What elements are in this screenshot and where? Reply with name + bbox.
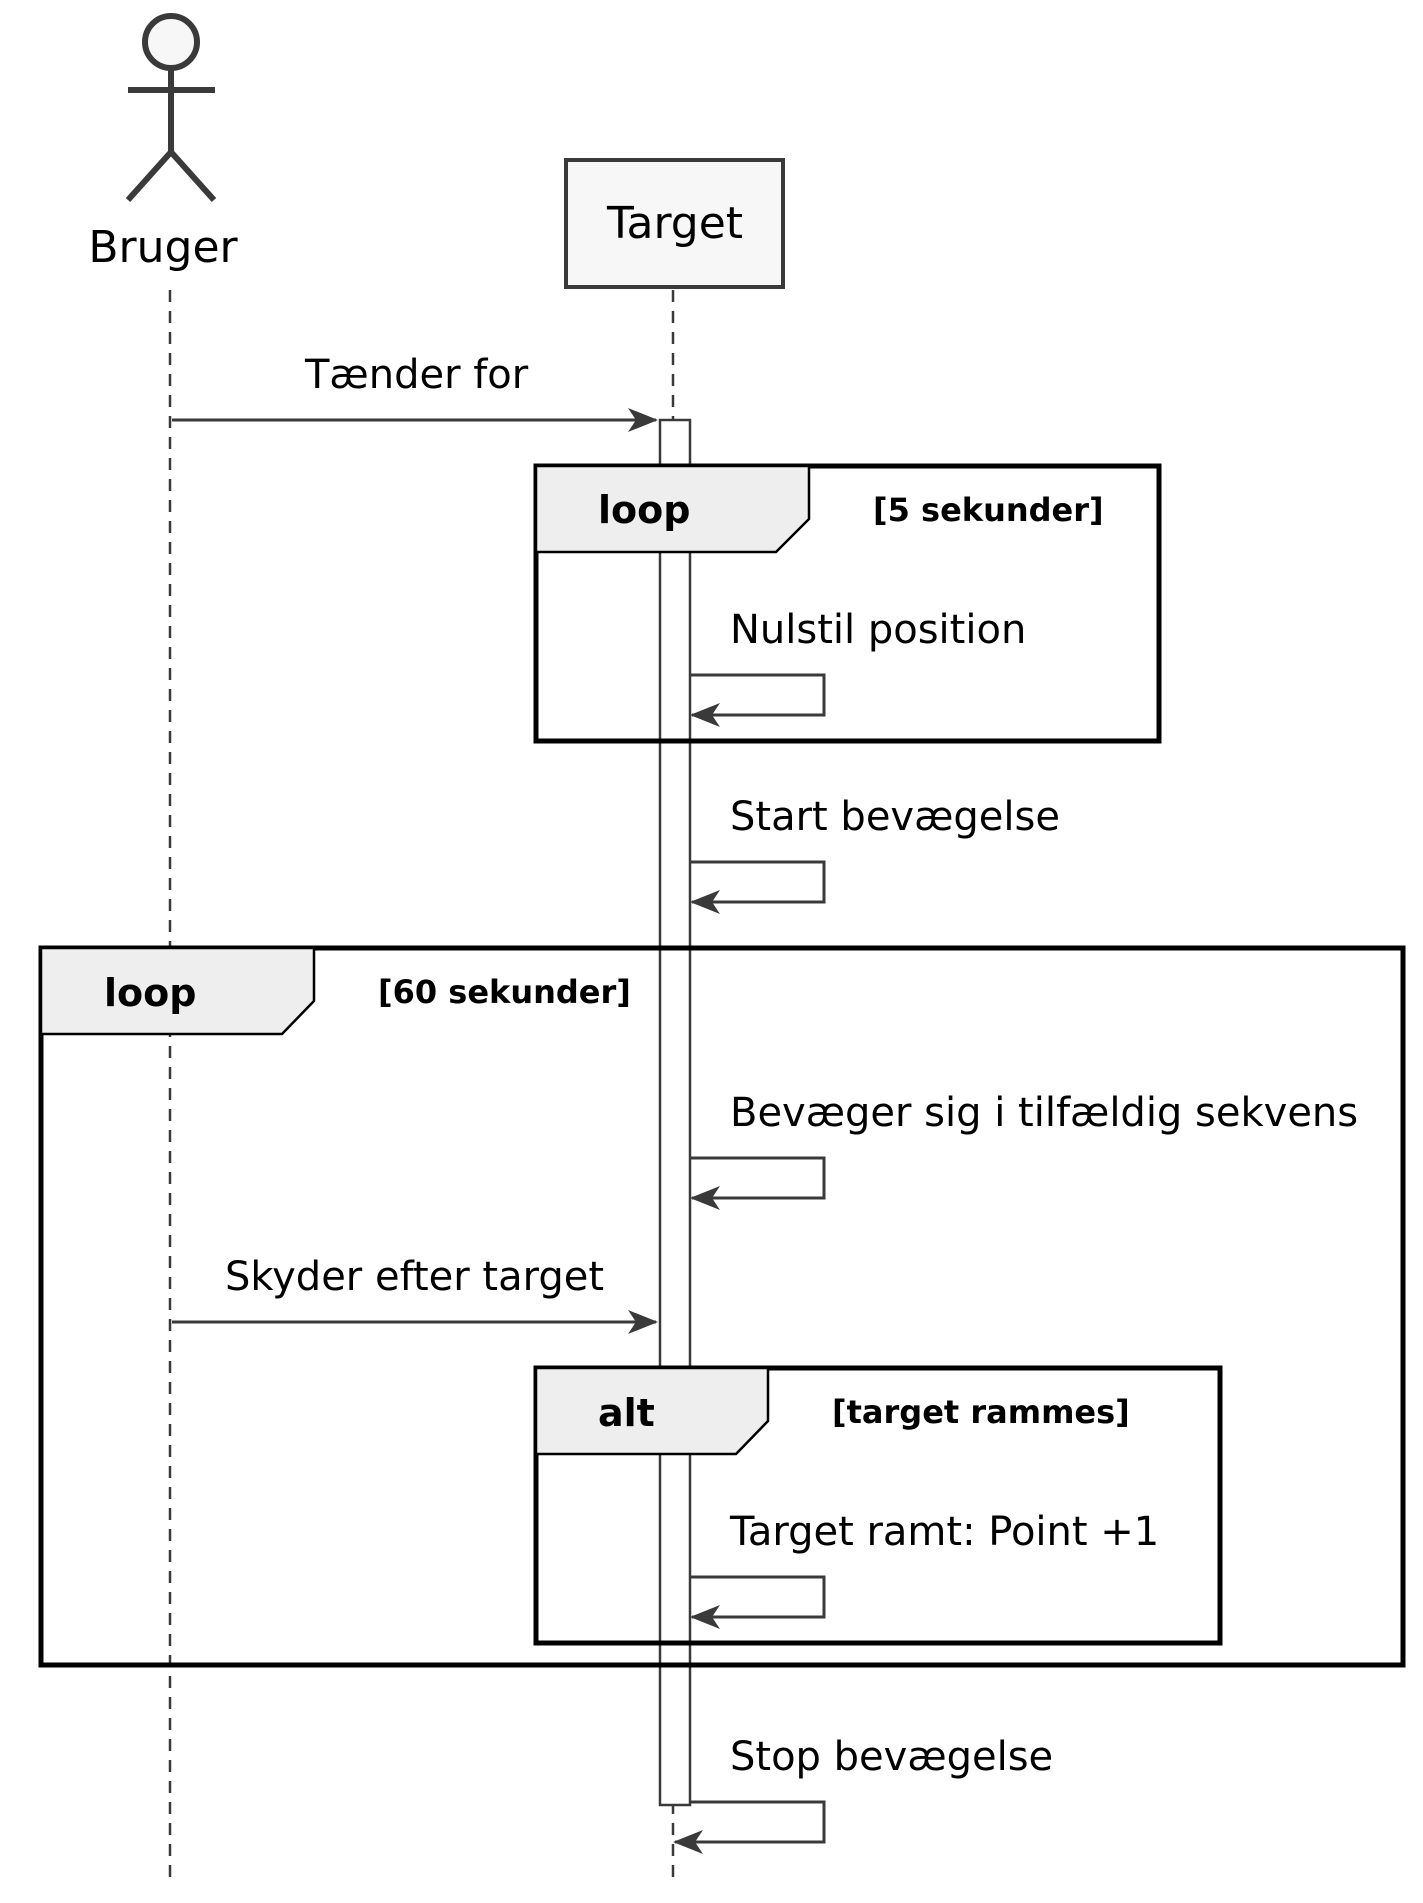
message-label-stop-bevaegelse: Stop bevægelse [730,1734,1053,1780]
bruger-actor: Bruger [88,13,239,273]
target-activation-bar [658,418,692,1807]
message-label-target-ramt: Target ramt: Point +1 [729,1509,1159,1555]
target-label: Target [606,198,743,249]
loop-frame-60-condition: [60 sekunder] [378,973,631,1011]
message-arrow-start-bevaegelse [690,860,826,914]
alt-frame-kind: alt [598,1391,655,1435]
message-label-bevaeger-sig: Bevæger sig i tilfældig sekvens [730,1090,1358,1136]
message-arrow-stop-bevaegelse [673,1800,826,1854]
alt-frame-target-rammes: alt [target rammes] [533,1365,1223,1646]
loop-frame-60-box [38,945,1406,1668]
loop-frame-5-sekunder: loop [5 sekunder] [533,463,1162,744]
message-label-start-bevaegelse: Start bevægelse [730,794,1060,840]
loop-frame-60-sekunder: loop [60 sekunder] [38,945,1406,1668]
stick-figure-icon [125,13,217,203]
message-label-taender-for: Tænder for [304,352,529,398]
message-label-skyder-efter-target: Skyder efter target [225,1254,604,1300]
loop-frame-5-tab [534,464,811,554]
message-label-nulstil-position: Nulstil position [730,607,1026,653]
loop-frame-5-box [533,463,1162,744]
target-participant: Target [564,158,785,289]
loop-frame-60-tab [39,946,316,1036]
message-arrow-nulstil-position [690,673,826,727]
bruger-label: Bruger [88,222,238,273]
alt-frame-tab [534,1366,770,1456]
message-arrow-bevaeger-sig [690,1156,826,1210]
loop-frame-5-kind: loop [598,488,690,532]
alt-frame-box [533,1365,1223,1646]
message-arrow-target-ramt [690,1575,826,1629]
alt-frame-condition: [target rammes] [832,1393,1130,1431]
loop-frame-5-condition: [5 sekunder] [873,491,1104,529]
target-participant-box [564,158,785,289]
loop-frame-60-kind: loop [104,971,196,1015]
